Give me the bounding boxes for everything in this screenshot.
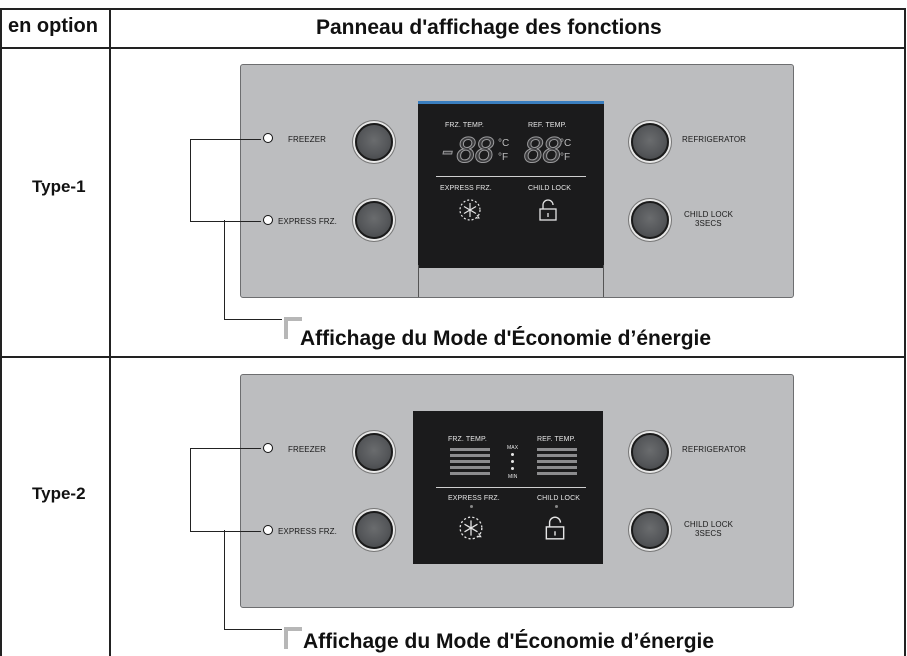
level-dot: [511, 453, 514, 456]
refrigerator-button[interactable]: [631, 433, 669, 471]
child-lock-label: CHILD LOCK: [684, 520, 734, 529]
header-option: en option: [8, 15, 98, 37]
header-divider: [0, 47, 906, 49]
type-2-panel: FREEZER EXPRESS FRZ. FRZ. TEMP. REF. TEM…: [240, 374, 794, 608]
type-2-label: Type-2: [32, 484, 86, 503]
type-2-connector-horizontal: [224, 629, 282, 630]
type-1-label: Type-1: [32, 177, 86, 196]
frz-unit-c: °C: [498, 138, 510, 149]
express-frz-display-label: EXPRESS FRZ.: [448, 495, 500, 502]
freezer-button[interactable]: [355, 123, 393, 161]
child-lock-button[interactable]: [631, 201, 669, 239]
freezer-label: FREEZER: [288, 135, 327, 144]
express-frz-button[interactable]: [355, 511, 393, 549]
display-divider: [436, 176, 586, 177]
padlock-icon: [539, 199, 557, 221]
ref-unit-c: °C: [560, 138, 572, 149]
column-divider: [109, 8, 111, 656]
snowflake-icon: [459, 516, 483, 540]
freezer-button[interactable]: [355, 433, 393, 471]
refrigerator-button[interactable]: [631, 123, 669, 161]
type-2-eco-mark: [284, 627, 302, 649]
level-dot: [511, 460, 514, 463]
child-lock-display-label: CHILD LOCK: [537, 495, 581, 502]
table-top-border: [0, 8, 906, 10]
frz-temp-label: FRZ. TEMP.: [448, 436, 487, 443]
express-frz-led: [263, 215, 273, 225]
ref-level-bars: [537, 448, 577, 478]
display-divider: [436, 487, 586, 488]
express-frz-button[interactable]: [355, 201, 393, 239]
ref-temp-label: REF. TEMP.: [528, 122, 567, 129]
refrigerator-label: REFRIGERATOR: [682, 135, 747, 144]
child-lock-indicator: [555, 505, 558, 508]
type-1-panel: FREEZER EXPRESS FRZ. FRZ. TEMP. REF. TEM…: [240, 64, 794, 298]
express-frz-indicator: [470, 505, 473, 508]
type-1-eco-mark: [284, 317, 302, 339]
type-2-connector-vertical: [224, 530, 225, 629]
child-lock-label: CHILD LOCK: [684, 210, 734, 219]
table-right-border: [904, 8, 906, 656]
type-1-display: FRZ. TEMP. REF. TEMP. -88 °C °F 88 °C °F…: [418, 101, 604, 268]
row-divider: [0, 356, 906, 358]
refrigerator-label: REFRIGERATOR: [682, 445, 747, 454]
padlock-icon: [545, 516, 565, 540]
frz-unit-f: °F: [498, 152, 509, 163]
child-lock-button[interactable]: [631, 511, 669, 549]
express-frz-label: EXPRESS FRZ.: [278, 527, 337, 536]
express-frz-display-label: EXPRESS FRZ.: [440, 185, 492, 192]
express-frz-led: [263, 525, 273, 535]
type-2-led-bracket: [190, 448, 261, 532]
snowflake-icon: [459, 199, 481, 221]
child-lock-secs-label: 3SECS: [695, 219, 722, 228]
type-1-led-bracket: [190, 139, 261, 222]
freezer-led: [263, 443, 273, 453]
frz-temp-digits: -88: [437, 131, 495, 171]
freezer-led: [263, 133, 273, 143]
child-lock-display-label: CHILD LOCK: [528, 185, 572, 192]
type-1-connector-horizontal: [224, 319, 282, 320]
frz-level-bars: [450, 448, 490, 478]
freezer-label: FREEZER: [288, 445, 327, 454]
ref-temp-label: REF. TEMP.: [537, 436, 576, 443]
ref-temp-digits: 88: [524, 131, 564, 171]
max-label: MAX: [507, 445, 519, 451]
min-label: MIN: [508, 474, 518, 480]
table-left-border: [0, 8, 2, 656]
frz-temp-label: FRZ. TEMP.: [445, 122, 484, 129]
type-2-eco-label: Affichage du Mode d'Économie d’énergie: [303, 630, 715, 653]
ref-unit-f: °F: [560, 152, 571, 163]
display-lower-frame: [418, 265, 604, 297]
header-title: Panneau d'affichage des fonctions: [316, 16, 662, 39]
type-1-connector-vertical: [224, 220, 225, 319]
express-frz-label: EXPRESS FRZ.: [278, 217, 337, 226]
type-2-display: FRZ. TEMP. REF. TEMP. MAX MIN EXPRESS FR…: [413, 411, 603, 564]
type-1-eco-label: Affichage du Mode d'Économie d’énergie: [300, 327, 712, 350]
level-dot: [511, 467, 514, 470]
child-lock-secs-label: 3SECS: [695, 529, 722, 538]
